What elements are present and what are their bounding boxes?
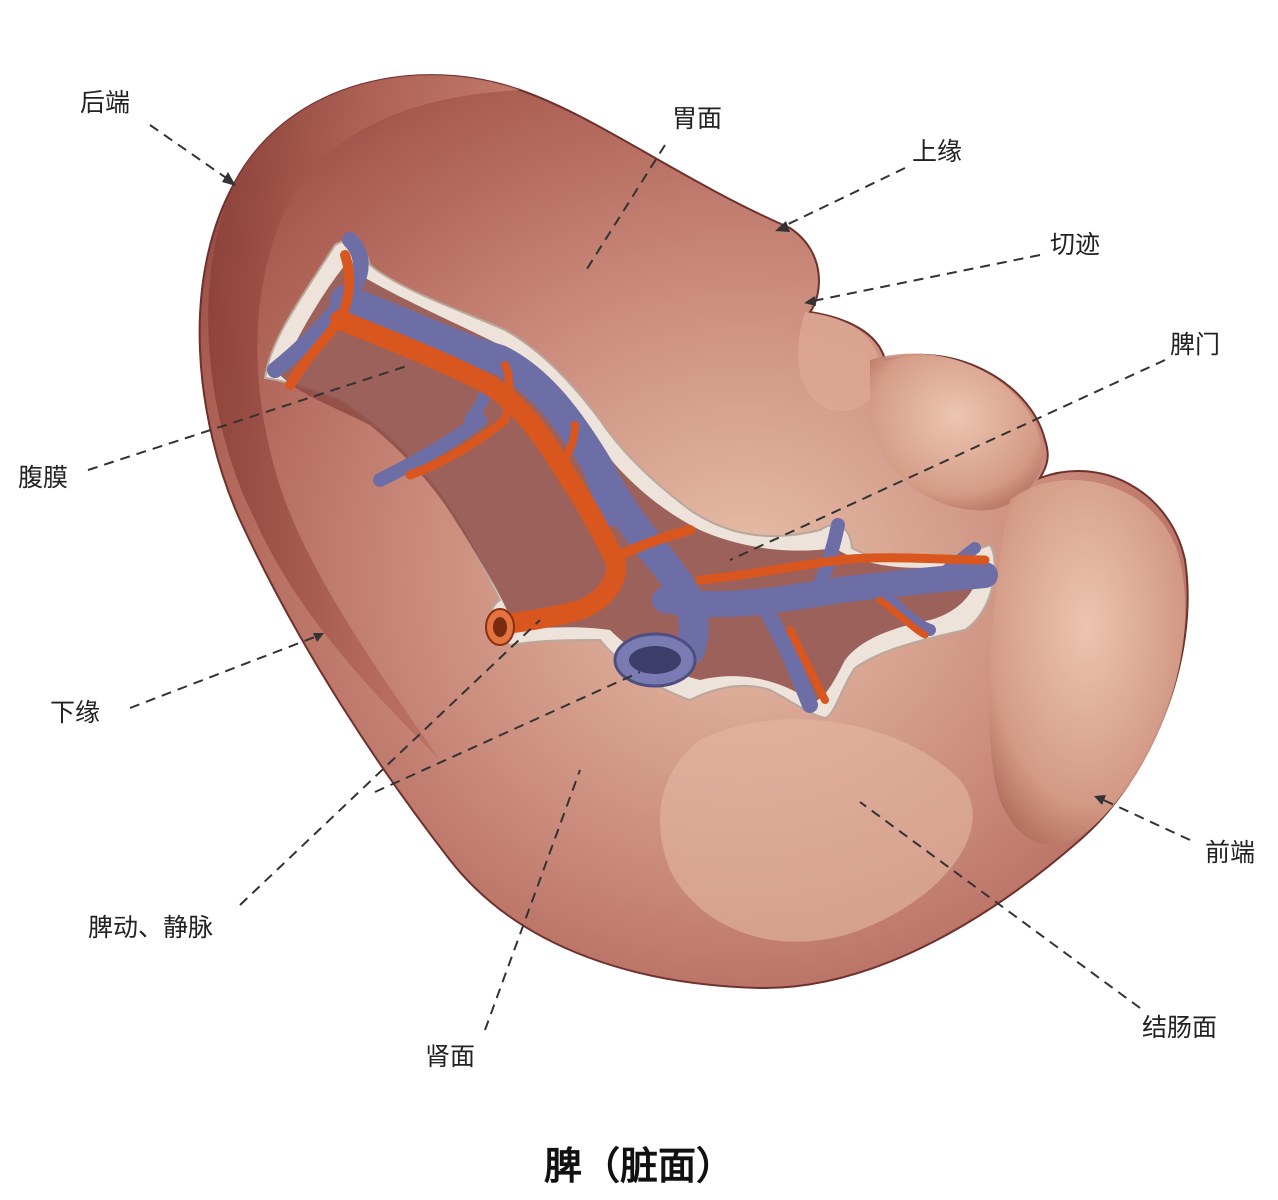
leader-notch [807,254,1041,303]
leader-renal-surface [484,769,581,1031]
leader-posterior-end [149,124,233,183]
leader-anterior-end [1096,796,1191,841]
label-splenic-vessels: 脾动、静脉 [88,913,214,942]
leader-superior-border [779,167,906,229]
splenic-vein [267,232,998,713]
arrowhead-notch [804,296,816,306]
lobe-1 [798,312,881,412]
arrowhead-superior-border [775,221,790,232]
label-posterior-end: 后端 [80,88,131,117]
arrowhead-anterior-end [1094,795,1106,805]
label-hilum: 脾门 [1170,330,1221,359]
leader-splenic-vessels-2 [374,671,641,793]
label-colic-surface: 结肠面 [1142,1013,1218,1042]
lobe-2 [870,353,1043,511]
leader-splenic-vessels-1 [239,619,541,906]
leader-arrowheads [222,172,1106,805]
leader-inferior-border [129,634,321,709]
splenic-artery [285,250,990,704]
leader-colic-surface [859,801,1141,1009]
vein-lumen [629,646,681,674]
label-notch: 切迹 [1050,230,1101,259]
lobe-3 [989,480,1186,845]
label-anterior-end: 前端 [1205,838,1256,867]
label-superior-border: 上缘 [912,137,963,166]
arrowhead-posterior-end [222,172,236,186]
artery-lumen [493,617,507,637]
label-renal-surface: 肾面 [425,1042,476,1071]
colic-surface-highlight [660,719,973,942]
label-peritoneum: 腹膜 [18,463,69,492]
leader-gastric-surface [584,144,666,273]
arrowhead-inferior-border [313,633,324,642]
leader-peritoneum [87,364,411,471]
figure-caption: 脾（脏面） [543,1144,734,1188]
label-inferior-border: 下缘 [50,698,101,727]
leader-hilum [729,359,1166,561]
label-gastric-surface: 胃面 [672,104,723,133]
leader-lines [87,124,1191,1031]
